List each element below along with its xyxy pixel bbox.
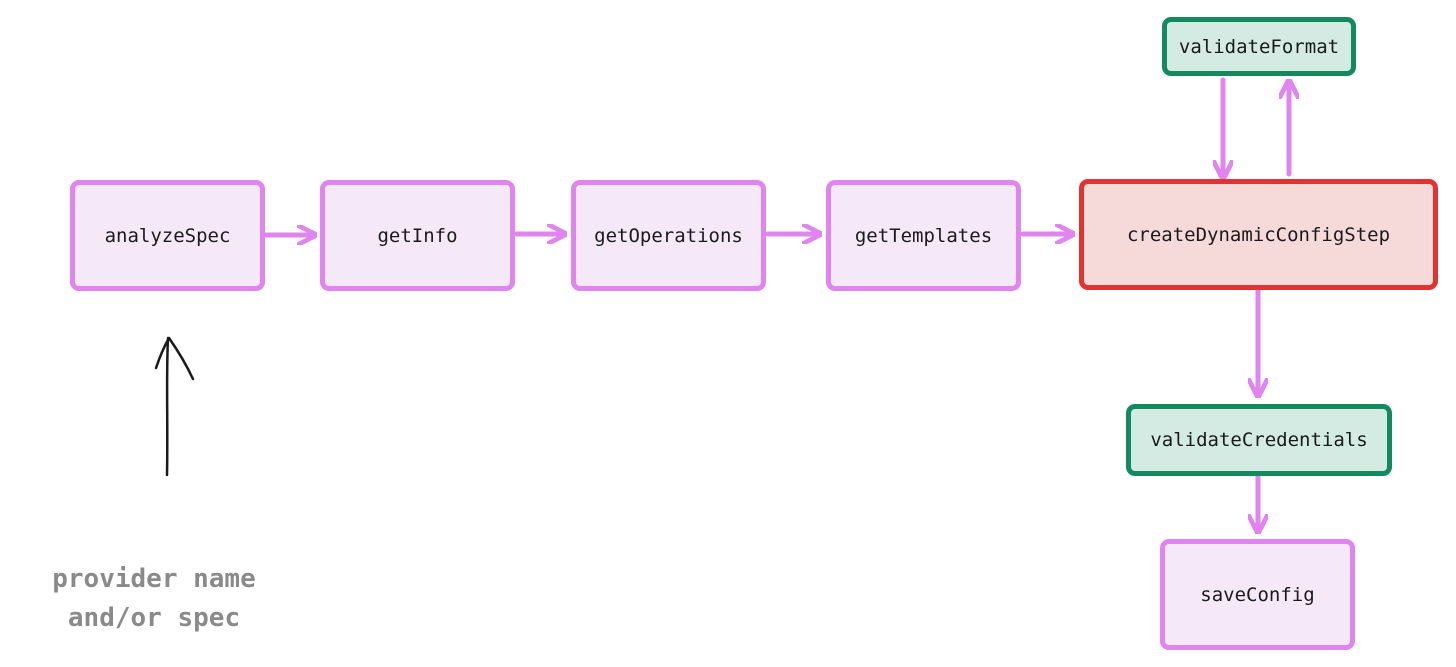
get-info-node: getInfo bbox=[320, 180, 515, 291]
input-arrow bbox=[154, 336, 195, 477]
save-config-node: saveConfig bbox=[1160, 539, 1355, 650]
input-label-line-1: provider name bbox=[52, 564, 256, 594]
get-templates-node: getTemplates bbox=[826, 180, 1021, 291]
input-label-line-2: and/or spec bbox=[67, 603, 241, 633]
input-label: provider name and/or spec bbox=[22, 560, 286, 638]
analyze-spec-node: analyzeSpec bbox=[70, 180, 265, 291]
get-operations-node: getOperations bbox=[571, 180, 766, 291]
validate-format-node: validateFormat bbox=[1162, 17, 1356, 76]
create-dynamic-config-step-node: createDynamicConfigStep bbox=[1079, 179, 1438, 290]
validate-credentials-node: validateCredentials bbox=[1126, 404, 1392, 476]
